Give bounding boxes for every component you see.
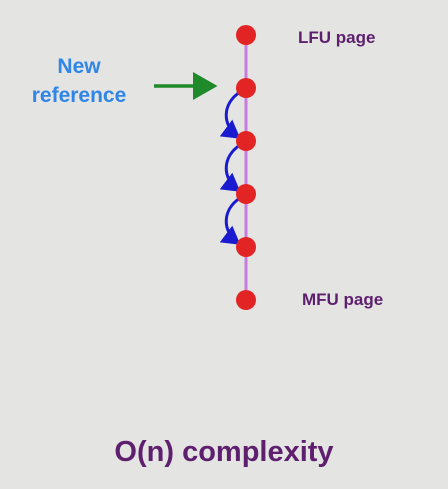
lfu-page-label: LFU page — [298, 28, 376, 47]
list-nodes — [236, 25, 256, 310]
list-node — [236, 78, 256, 98]
traversal-arrow — [219, 90, 241, 139]
list-node — [236, 25, 256, 45]
list-node — [236, 184, 256, 204]
list-node — [236, 131, 256, 151]
new-reference-line-1: New — [57, 55, 101, 78]
mfu-page-label: MFU page — [302, 290, 384, 309]
traversal-arrow — [219, 196, 241, 245]
traversal-arrow — [219, 143, 241, 192]
list-node — [236, 290, 256, 310]
traversal-arrows — [219, 90, 241, 245]
new-reference-line-2: reference — [31, 84, 127, 107]
complexity-caption: O(n) complexity — [114, 436, 334, 468]
list-node — [236, 237, 256, 257]
new-reference-label: New reference — [16, 52, 142, 110]
